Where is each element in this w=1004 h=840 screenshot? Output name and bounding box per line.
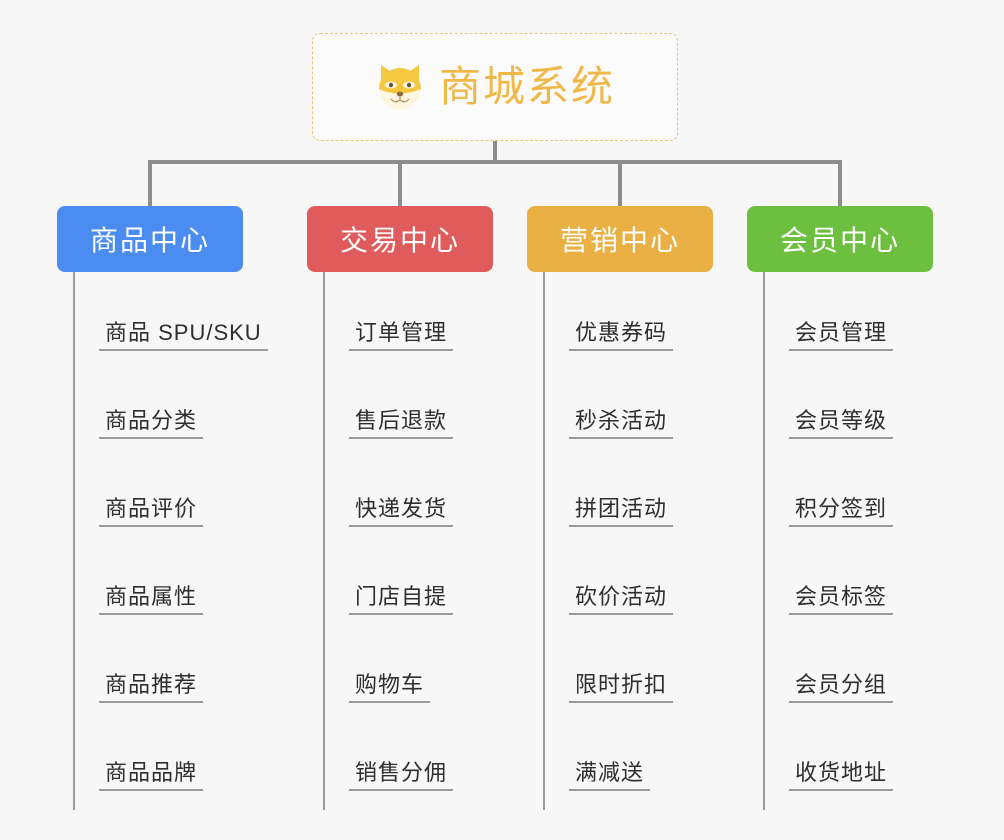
list-item[interactable]: 秒杀活动 — [569, 356, 674, 444]
shiba-dog-face-icon — [375, 61, 425, 113]
category-box-1[interactable]: 商品中心 — [57, 206, 243, 272]
list-item[interactable]: 会员等级 — [789, 356, 894, 444]
list-item[interactable]: 订单管理 — [349, 268, 454, 356]
list-item[interactable]: 门店自提 — [349, 532, 454, 620]
leaf-label: 会员管理 — [789, 320, 894, 351]
branch-spine-4 — [763, 272, 765, 810]
list-item[interactable]: 销售分佣 — [349, 708, 454, 796]
connector-root-stem — [493, 141, 497, 162]
connector-drop-1 — [148, 160, 152, 208]
list-item[interactable]: 商品分类 — [99, 356, 204, 444]
category-label-1: 商品中心 — [89, 225, 210, 256]
list-item[interactable]: 商品评价 — [99, 444, 204, 532]
category-label-3: 营销中心 — [559, 225, 680, 256]
list-item[interactable]: 限时折扣 — [569, 620, 674, 708]
list-item[interactable]: 商品推荐 — [99, 620, 204, 708]
category-box-4[interactable]: 会员中心 — [747, 206, 933, 272]
leaf-label: 限时折扣 — [569, 672, 674, 703]
category-label-2: 交易中心 — [339, 225, 460, 256]
list-item[interactable]: 收货地址 — [789, 708, 894, 796]
leaf-label: 优惠券码 — [569, 320, 674, 351]
leaf-label: 满减送 — [569, 760, 651, 791]
root-node[interactable]: 商城系统 — [312, 33, 678, 141]
list-item[interactable]: 积分签到 — [789, 444, 894, 532]
category-box-3[interactable]: 营销中心 — [527, 206, 713, 272]
list-item[interactable]: 满减送 — [569, 708, 651, 796]
leaf-label: 商品品牌 — [99, 760, 204, 791]
list-item[interactable]: 购物车 — [349, 620, 431, 708]
list-item[interactable]: 优惠券码 — [569, 268, 674, 356]
leaf-label: 售后退款 — [349, 408, 454, 439]
leaf-label: 积分签到 — [789, 496, 894, 527]
category-box-2[interactable]: 交易中心 — [307, 206, 493, 272]
connector-drop-3 — [618, 160, 622, 208]
connector-drop-4 — [838, 160, 842, 208]
connector-drop-2 — [398, 160, 402, 208]
root-title: 商城系统 — [438, 63, 615, 110]
leaf-label: 快递发货 — [349, 496, 454, 527]
branch-spine-1 — [73, 272, 75, 810]
leaf-label: 会员标签 — [789, 584, 894, 615]
leaf-label: 商品属性 — [99, 584, 204, 615]
category-label-4: 会员中心 — [779, 225, 900, 256]
list-item[interactable]: 会员标签 — [789, 532, 894, 620]
leaf-label: 购物车 — [349, 672, 431, 703]
list-item[interactable]: 砍价活动 — [569, 532, 674, 620]
leaf-label: 订单管理 — [349, 320, 454, 351]
leaf-label: 收货地址 — [789, 760, 894, 791]
leaf-label: 拼团活动 — [569, 496, 674, 527]
list-item[interactable]: 售后退款 — [349, 356, 454, 444]
leaf-label: 销售分佣 — [349, 760, 454, 791]
list-item[interactable]: 商品属性 — [99, 532, 204, 620]
leaf-label: 会员等级 — [789, 408, 894, 439]
leaf-label: 商品评价 — [99, 496, 204, 527]
leaf-label: 商品推荐 — [99, 672, 204, 703]
connector-bus — [148, 160, 842, 164]
leaf-label: 会员分组 — [789, 672, 894, 703]
branch-spine-3 — [543, 272, 545, 810]
list-item[interactable]: 快递发货 — [349, 444, 454, 532]
leaf-label: 砍价活动 — [569, 584, 674, 615]
leaf-label: 商品分类 — [99, 408, 204, 439]
list-item[interactable]: 商品 SPU/SKU — [99, 268, 268, 356]
leaf-label: 门店自提 — [349, 584, 454, 615]
list-item[interactable]: 会员管理 — [789, 268, 894, 356]
branch-spine-2 — [323, 272, 325, 810]
leaf-label: 秒杀活动 — [569, 408, 674, 439]
list-item[interactable]: 商品品牌 — [99, 708, 204, 796]
list-item[interactable]: 拼团活动 — [569, 444, 674, 532]
list-item[interactable]: 会员分组 — [789, 620, 894, 708]
leaf-label: 商品 SPU/SKU — [99, 320, 268, 351]
